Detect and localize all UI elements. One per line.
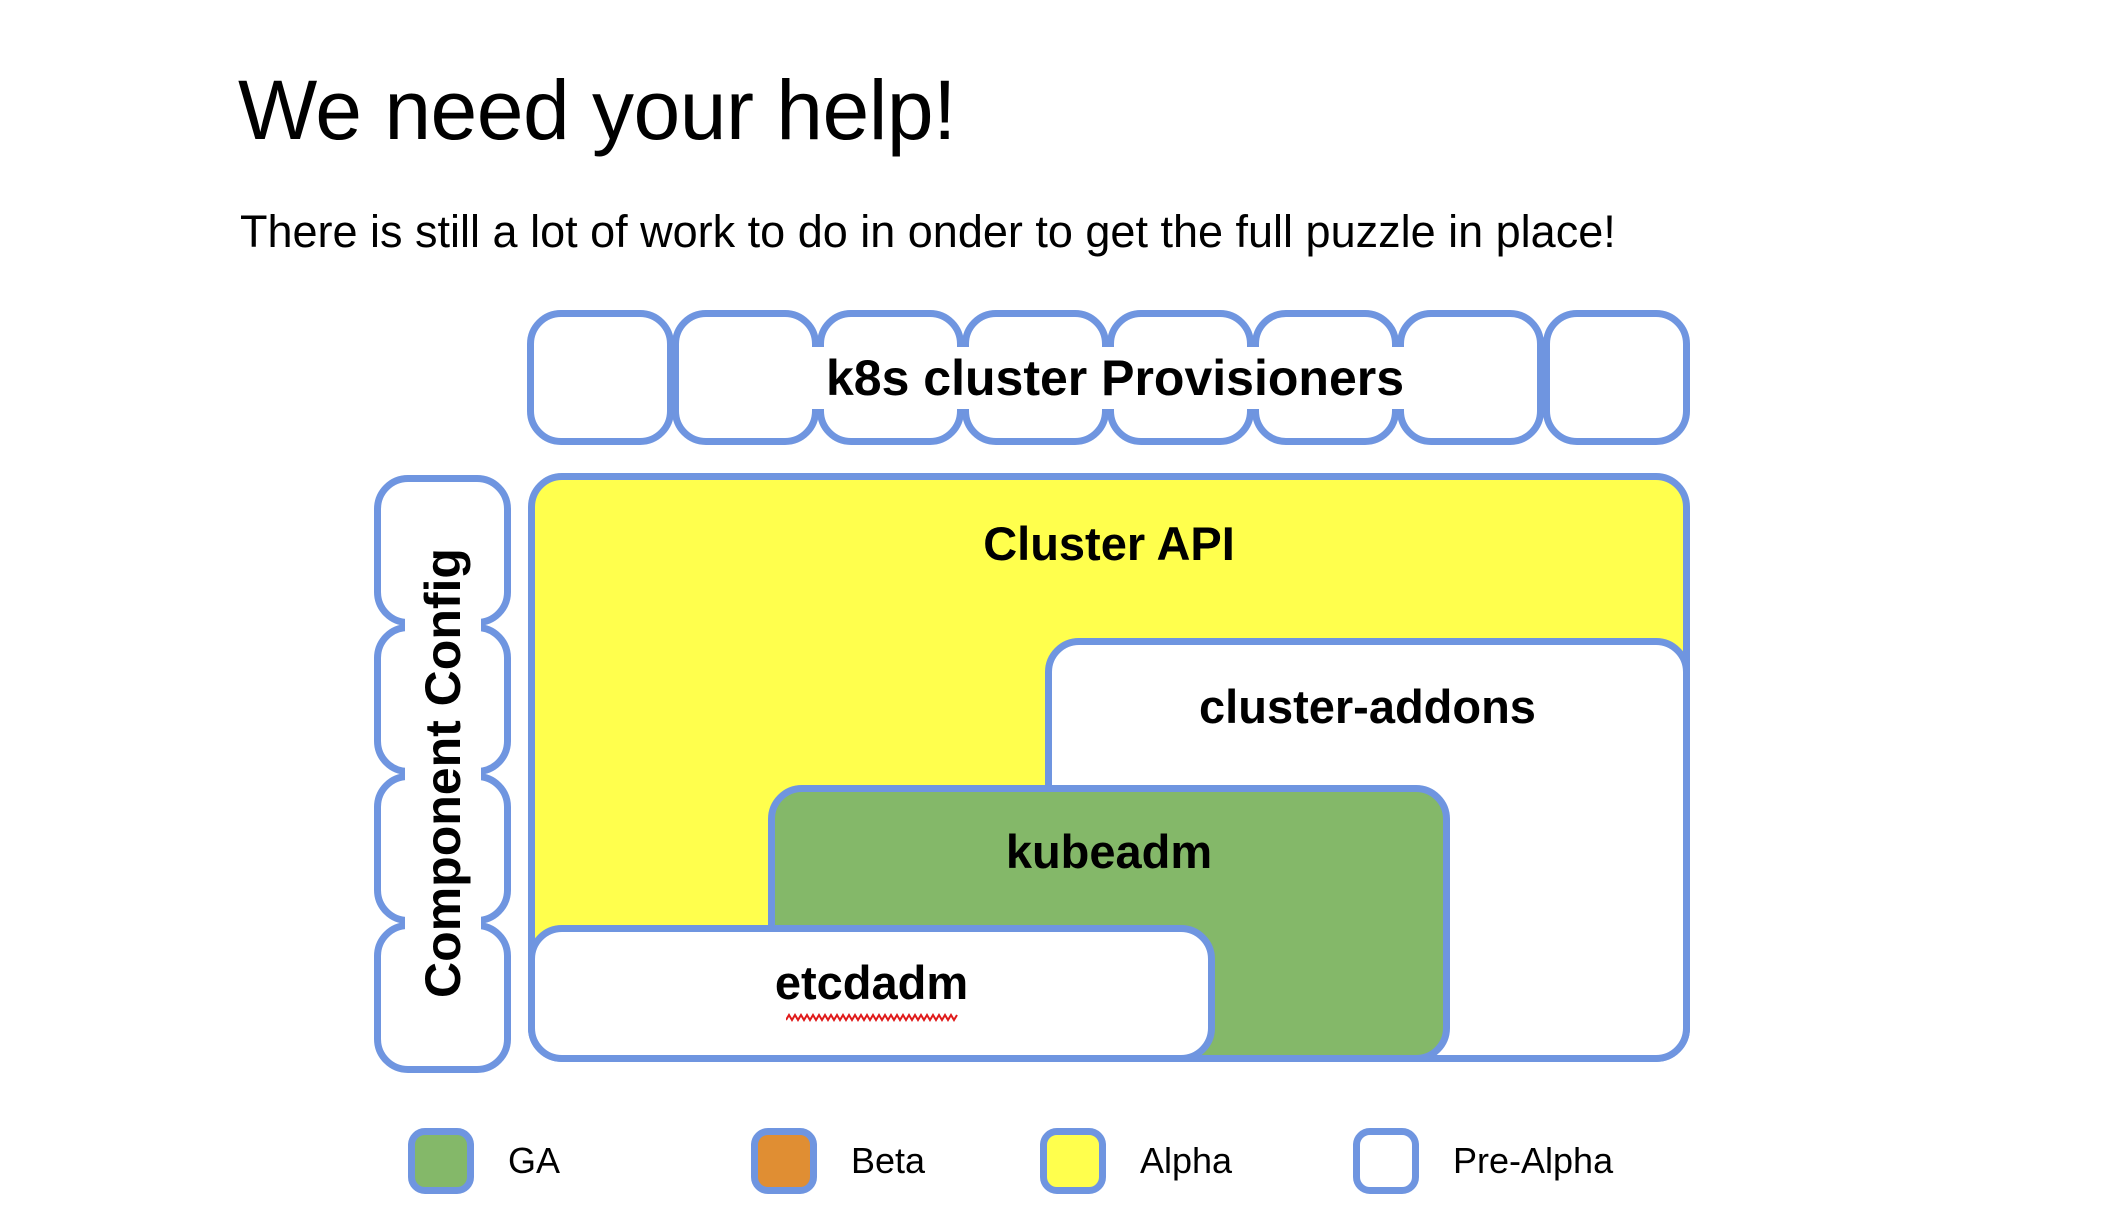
legend-item-ga: GA	[408, 1128, 560, 1194]
legend-label-prealpha: Pre-Alpha	[1453, 1140, 1614, 1181]
provisioner-box-8[interactable]	[1543, 310, 1690, 445]
legend-item-beta: Beta	[751, 1128, 925, 1194]
legend-label-alpha: Alpha	[1140, 1140, 1233, 1181]
etcdadm-box[interactable]: etcdadm	[528, 925, 1215, 1062]
component-config-label: Component Config	[415, 547, 471, 998]
provisioner-row-label-plate: k8s cluster Provisioners	[740, 347, 1490, 409]
legend-swatch-alpha-icon	[1040, 1128, 1106, 1194]
component-config-label-plate: Component Config	[405, 500, 481, 1045]
legend-swatch-ga-icon	[408, 1128, 474, 1194]
legend-item-alpha: Alpha	[1040, 1128, 1232, 1194]
cluster-api-label: Cluster API	[983, 517, 1235, 570]
legend: GA Beta Alpha Pre-Alpha	[408, 1128, 1728, 1198]
legend-swatch-beta-icon	[751, 1128, 817, 1194]
provisioner-row-label: k8s cluster Provisioners	[825, 350, 1405, 406]
legend-swatch-prealpha-icon	[1353, 1128, 1419, 1194]
etcdadm-label: etcdadm	[774, 956, 969, 1009]
legend-label-ga: GA	[508, 1140, 561, 1181]
legend-item-prealpha: Pre-Alpha	[1353, 1128, 1613, 1194]
etcdadm-label-wrap: etcdadm	[774, 956, 969, 1022]
page-subtitle: There is still a lot of work to do in on…	[240, 206, 1616, 257]
spellcheck-squiggle-icon	[785, 1013, 958, 1022]
cluster-addons-label: cluster-addons	[1199, 680, 1536, 733]
page-title: We need your help!	[238, 63, 956, 158]
provisioner-box-1[interactable]	[527, 310, 674, 445]
kubeadm-label: kubeadm	[1005, 825, 1213, 878]
legend-label-beta: Beta	[851, 1140, 926, 1181]
